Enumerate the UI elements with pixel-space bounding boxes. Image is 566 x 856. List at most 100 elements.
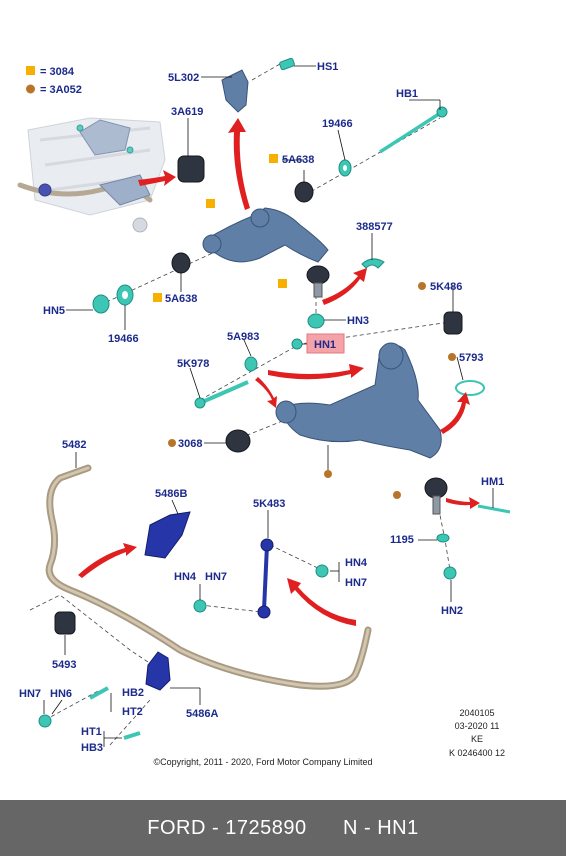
label-hb1[interactable]: HB1 [396,88,418,100]
copyright-text: ©Copyright, 2011 - 2020, Ford Motor Comp… [153,757,372,767]
marker-circle-3a052 [393,491,401,499]
hn1-highlight-box [306,333,345,354]
label-hm1[interactable]: HM1 [481,476,504,488]
part-5482-stabilizer-bar[interactable] [45,464,372,690]
label-hn7-left[interactable]: HN7 [19,688,41,700]
part-hb2-ht2-bolt[interactable] [89,686,109,700]
arrow-to-5486b [78,543,137,578]
marker-circle-3a052 [168,439,176,447]
exploded-parts-diagram: = 3084 = 3A052 [17,57,511,767]
footer-code-prefix: N [342,816,358,839]
label-hb2[interactable]: HB2 [122,687,144,699]
label-3a619[interactable]: 3A619 [171,106,203,118]
part-hn3-nut[interactable] [307,313,325,329]
callout-markers [153,154,456,499]
label-5k486[interactable]: 5K486 [430,281,462,293]
label-5486a[interactable]: 5486A [186,708,218,720]
part-19466-washer-top[interactable] [338,159,352,177]
ref-line-4: K 0246400 12 [449,748,505,758]
part-ht1-hb3-bolt[interactable] [123,731,141,740]
part-upper-control-arm[interactable] [202,207,329,263]
footer-bar: FORD - 1725890 N - HN1 [0,800,566,856]
label-5793[interactable]: 5793 [459,352,483,364]
part-lower-control-arm[interactable] [275,342,442,459]
label-5l302[interactable]: 5L302 [168,72,199,84]
part-hn1-nut[interactable] [291,338,303,350]
part-hs1-bolt[interactable] [279,57,295,71]
label-hs1[interactable]: HS1 [317,61,338,73]
label-19466-bottom[interactable]: 19466 [108,333,139,345]
marker-square-3084 [278,279,287,288]
part-5k486-bushing[interactable] [443,311,463,335]
leader-lines [43,65,494,747]
part-ball-joint-lower[interactable] [424,477,448,515]
direction-arrows [78,118,480,626]
label-19466-top[interactable]: 19466 [322,118,353,130]
footer-sep-1: - [205,816,226,839]
label-5493[interactable]: 5493 [52,659,76,671]
part-5486a-bracket[interactable] [145,651,171,691]
part-5k978-bolt[interactable] [194,380,249,409]
marker-square-3084 [153,293,162,302]
label-5a983[interactable]: 5A983 [227,331,259,343]
part-1195-washer[interactable] [436,533,450,543]
label-hn6[interactable]: HN6 [50,688,72,700]
arrow-bolt-to-arm [255,377,277,408]
label-hn7-right[interactable]: HN7 [345,577,367,589]
part-hb1-bolt[interactable] [379,106,448,154]
part-5a983-washer[interactable] [244,356,258,372]
part-5l302-bracket[interactable] [221,69,249,113]
label-hn3[interactable]: HN3 [347,315,369,327]
part-3068-bushing[interactable] [225,429,251,453]
part-hn4-hn7-mid-nut[interactable] [193,599,207,613]
label-hn2[interactable]: HN2 [441,605,463,617]
label-1195[interactable]: 1195 [390,534,414,546]
part-5486b-bracket[interactable] [144,511,191,559]
label-388577[interactable]: 388577 [356,221,393,233]
legend-square-icon [26,66,35,75]
part-388577-clip[interactable] [361,258,385,269]
label-hn7-mid[interactable]: HN7 [205,571,227,583]
part-5k483-link[interactable] [257,538,274,619]
marker-square-3084 [269,154,278,163]
label-5a638-bottom[interactable]: 5A638 [165,293,197,305]
footer-title: FORD - 1725890 N - HN1 [147,817,418,840]
part-5a638-bushing-bottom[interactable] [171,252,191,274]
part-5793-ring[interactable] [455,380,485,396]
part-19466-washer-bottom[interactable] [116,284,134,306]
part-hn7-hn6-nut[interactable] [38,714,52,728]
part-hn2-nut[interactable] [443,566,457,580]
marker-circle-3a052 [448,353,456,361]
footer-sep-2: - [357,816,378,839]
label-hb3[interactable]: HB3 [81,742,103,754]
part-hn4-hn7-right-nut[interactable] [315,564,329,578]
label-hn4-right[interactable]: HN4 [345,557,368,569]
label-3068[interactable]: 3068 [178,438,202,450]
label-5k978[interactable]: 5K978 [177,358,209,370]
part-ball-joint-upper[interactable] [306,265,330,298]
label-ht2[interactable]: HT2 [122,706,143,718]
arrow-inset-to-bushing [138,170,176,186]
part-hm1-bolt[interactable] [477,504,511,514]
vehicle-context-inset [17,117,166,233]
arrow-to-lower-arm [268,364,364,380]
part-5a638-bushing-top[interactable] [294,181,314,203]
ref-line-2: 03-2020 11 [455,721,500,731]
part-3a619-bushing[interactable] [177,155,205,183]
label-5a638-top[interactable]: 5A638 [282,154,314,166]
marker-square-3084 [206,199,215,208]
label-hn1[interactable]: HN1 [314,339,336,351]
label-hn5[interactable]: HN5 [43,305,65,317]
part-hn5-nut[interactable] [92,294,110,314]
part-5493-bushing[interactable] [54,611,76,635]
label-ht1[interactable]: HT1 [81,726,102,738]
label-5482[interactable]: 5482 [62,439,86,451]
arrow-to-clip [322,268,367,305]
marker-circle-3a052 [418,282,426,290]
legend: = 3084 = 3A052 [26,66,82,96]
ref-line-3: KE [471,734,483,744]
legend-item-3084: = 3084 [40,66,75,78]
label-5k483[interactable]: 5K483 [253,498,285,510]
label-hn4-mid[interactable]: HN4 [174,571,197,583]
label-5486b[interactable]: 5486B [155,488,187,500]
